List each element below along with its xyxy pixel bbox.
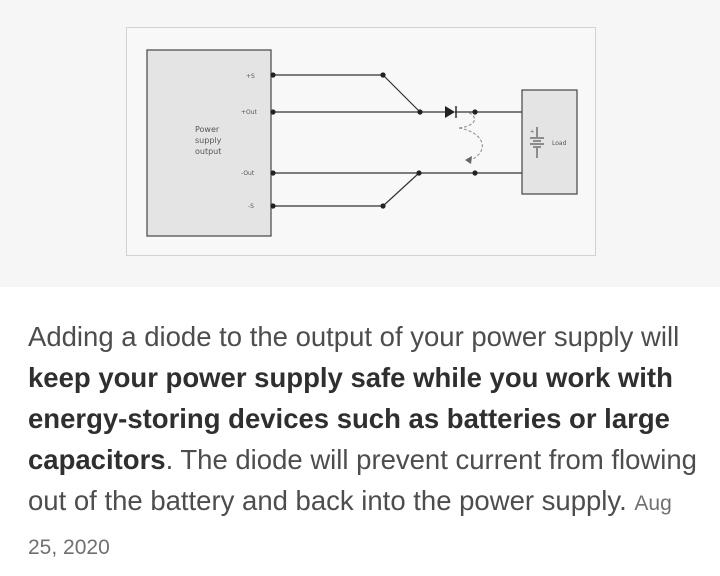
power-supply-box <box>146 49 272 237</box>
current-arrow <box>458 111 483 164</box>
junction-dots <box>270 72 478 209</box>
terminal-label-minus-out: -Out <box>241 170 255 177</box>
diode-symbol <box>445 106 457 118</box>
battery-plus-label: + <box>530 129 534 135</box>
psu-label-line-2: supply <box>195 136 222 145</box>
wires <box>271 74 538 207</box>
psu-label-line-1: Power <box>195 125 220 134</box>
snippet-text-1: Adding a diode to the output of your pow… <box>28 321 680 352</box>
snippet-text-2: . The diode will prevent current from fl… <box>28 444 697 516</box>
snippet-bold-text: keep your power supply safe while you wo… <box>28 362 673 475</box>
psu-label-line-3: output <box>195 147 221 156</box>
load-label: Load <box>552 140 567 147</box>
featured-snippet-text: Adding a diode to the output of your pow… <box>28 316 698 568</box>
terminal-label-minus-s: -S <box>248 203 254 210</box>
figure-band: Power supply output +S +Out -Out -S <box>0 0 720 287</box>
load-box <box>521 89 578 195</box>
terminal-label-plus-s: +S <box>246 73 255 80</box>
circuit-diagram: Power supply output +S +Out -Out -S <box>126 27 596 256</box>
battery-symbol <box>530 127 544 158</box>
circuit-diagram-svg: Power supply output +S +Out -Out -S <box>146 49 578 237</box>
terminal-label-plus-out: +Out <box>241 109 258 116</box>
snippet-date: Aug 25, 2020 <box>28 492 672 559</box>
